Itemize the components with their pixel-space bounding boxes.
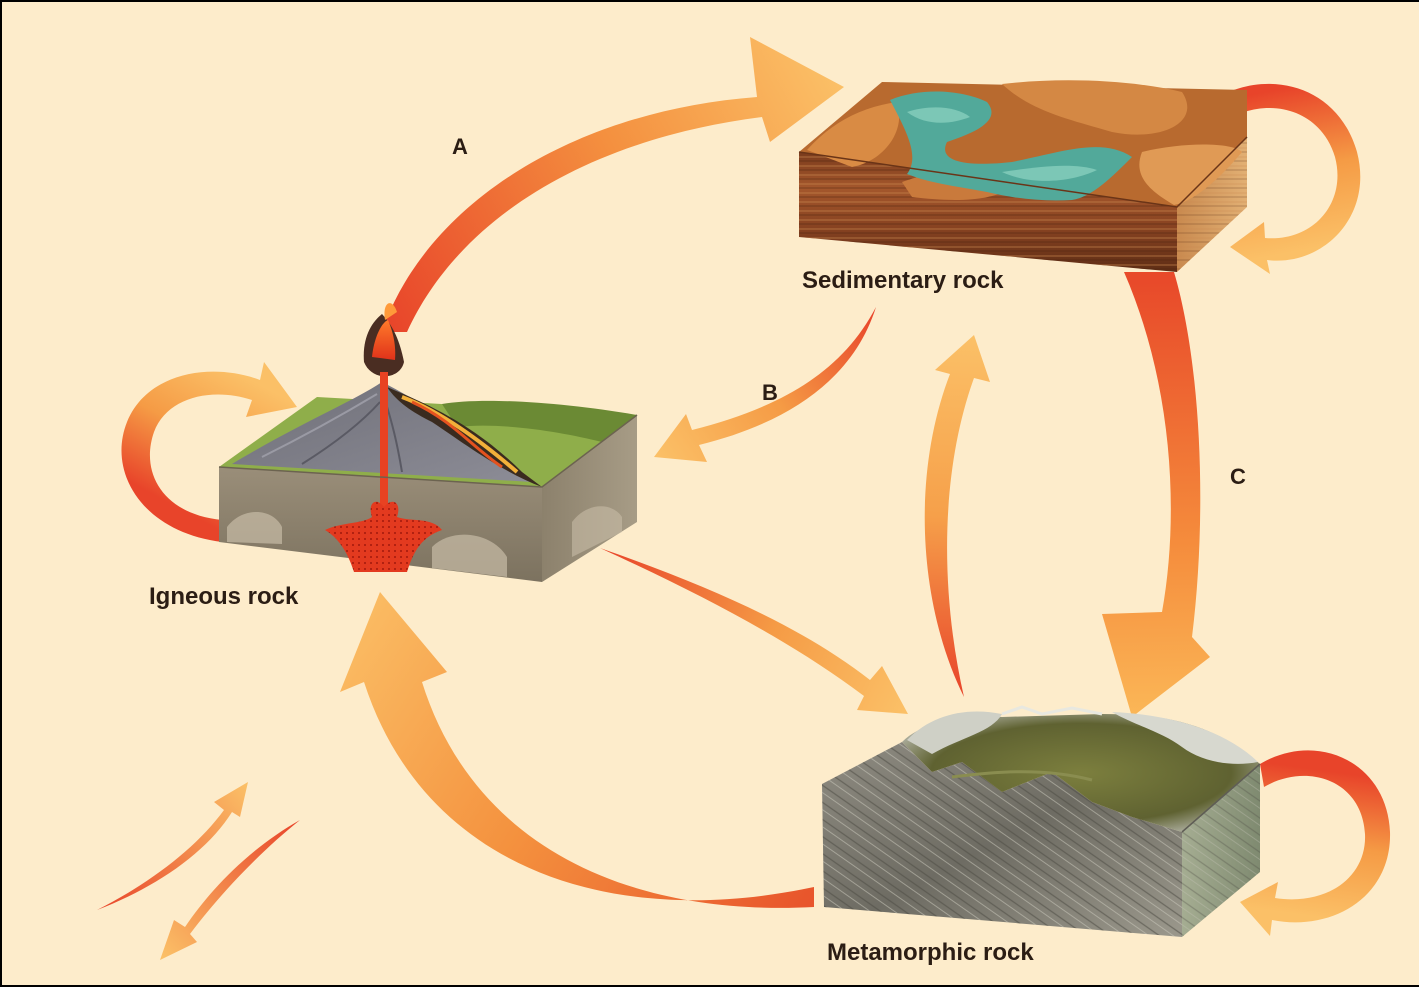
arrow-c-label: C [1230,464,1246,489]
small-arrow-up [97,782,248,910]
small-arrow-down [160,820,300,960]
igneous-rock-label: Igneous rock [149,583,299,610]
arrow-sedimentary-loop [1210,83,1361,274]
arrow-b-sedimentary-to-igneous [654,307,876,462]
arrow-metamorphic-to-sedimentary [924,335,990,697]
arrow-a-igneous-to-sedimentary [382,37,844,332]
metamorphic-rock-label: Metamorphic rock [827,939,1034,966]
arrow-igneous-loop [121,362,298,542]
arrow-b-label: B [762,380,778,405]
igneous-rock-block [218,303,638,582]
sedimentary-rock-block [798,80,1248,272]
arrow-metamorphic-to-igneous [340,592,814,908]
arrow-igneous-to-metamorphic [600,548,908,714]
sedimentary-rock-label: Sedimentary rock [802,267,1004,294]
metamorphic-rock-block [822,705,1261,937]
arrow-c-sedimentary-to-metamorphic [1102,272,1210,717]
arrow-a-label: A [452,134,468,159]
arrow-metamorphic-loop [1240,750,1391,936]
